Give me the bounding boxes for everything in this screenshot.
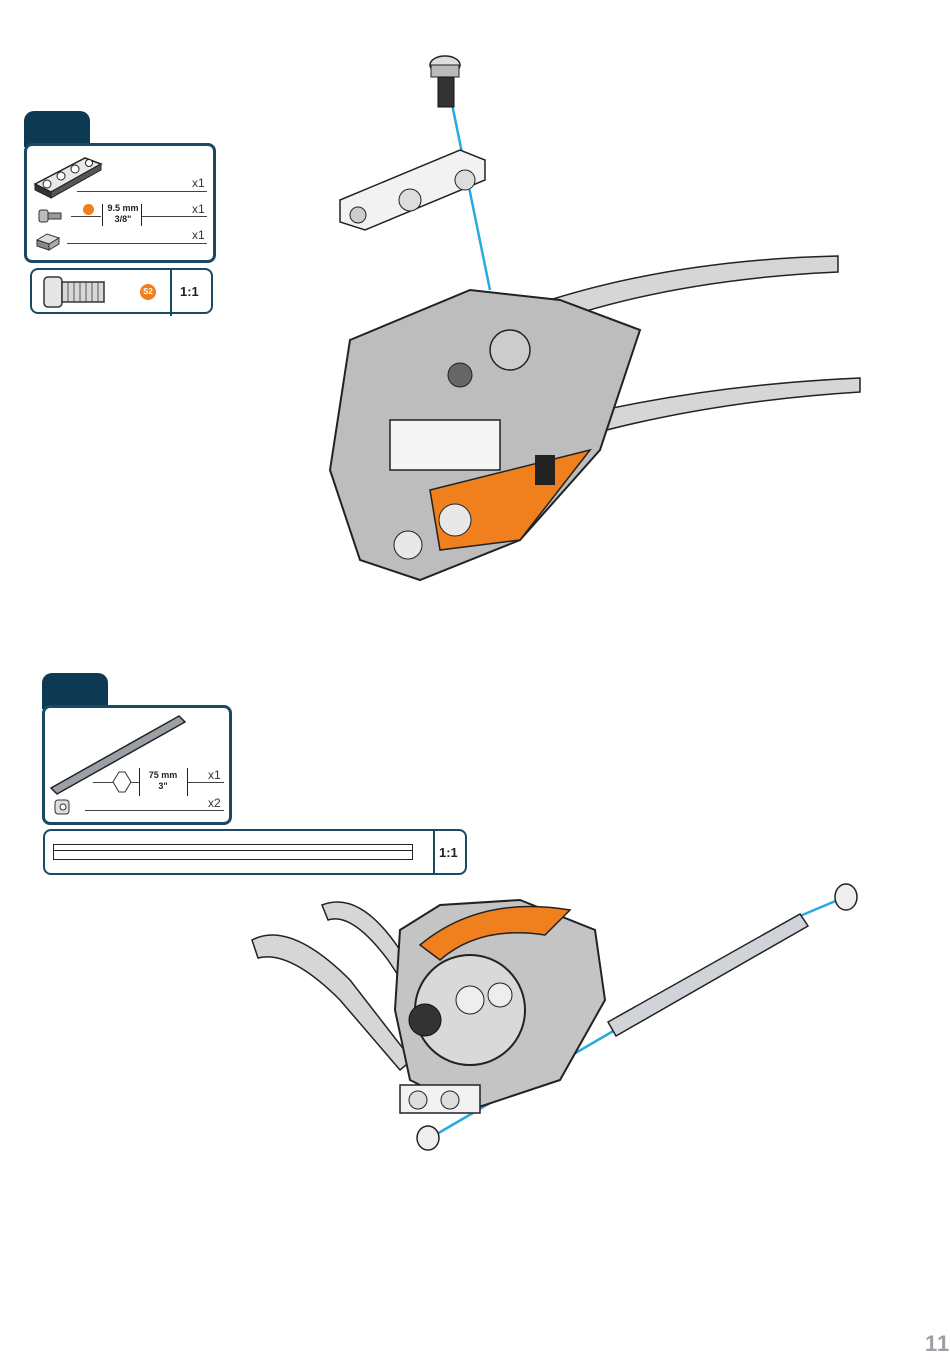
axle-illustration [608,914,808,1036]
engine-body [395,900,605,1113]
perforated-arm-left [252,902,420,1070]
page-number: 11 [925,1331,950,1357]
